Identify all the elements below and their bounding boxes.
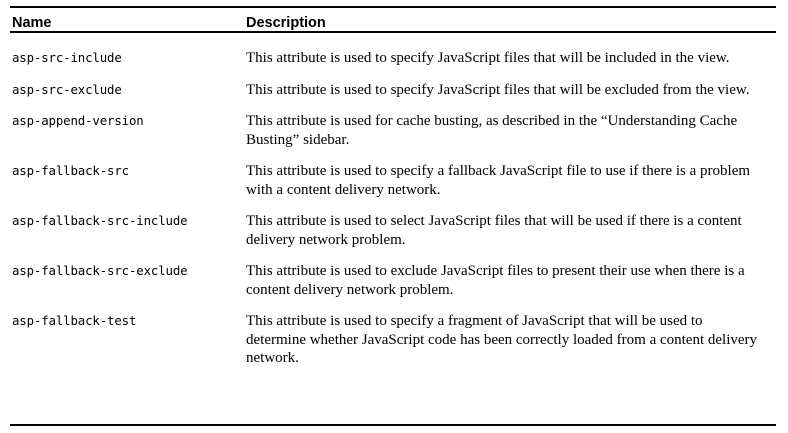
- column-header-description: Description: [246, 15, 326, 31]
- table-top-rule: [10, 6, 776, 8]
- table-bottom-rule: [10, 424, 776, 426]
- attributes-table: Name Description asp-src-include This at…: [0, 0, 788, 382]
- attribute-description: This attribute is used to exclude JavaSc…: [246, 263, 745, 298]
- table-row: asp-src-include This attribute is used t…: [0, 36, 788, 68]
- attribute-name: asp-fallback-src-include: [12, 213, 188, 228]
- attribute-name: asp-fallback-src-exclude: [12, 263, 188, 278]
- table-row: asp-fallback-test This attribute is used…: [0, 299, 788, 382]
- attribute-name: asp-fallback-test: [12, 313, 137, 328]
- attribute-description: This attribute is used to specify JavaSc…: [246, 50, 730, 66]
- attribute-name: asp-src-exclude: [12, 81, 122, 97]
- attribute-name: asp-fallback-src: [12, 163, 129, 178]
- table-row: asp-src-exclude This attribute is used t…: [0, 68, 788, 100]
- table-row: asp-fallback-src This attribute is used …: [0, 149, 788, 199]
- table-row: asp-append-version This attribute is use…: [0, 99, 788, 149]
- table-header-rule: [10, 31, 776, 33]
- table-header-row: Name Description: [0, 0, 788, 36]
- attribute-name: asp-src-include: [12, 50, 122, 65]
- table-body: asp-src-include This attribute is used t…: [0, 36, 788, 382]
- attribute-description: This attribute is used to specify a fall…: [246, 163, 751, 198]
- attribute-description: This attribute is used to select JavaScr…: [246, 213, 742, 248]
- table-row: asp-fallback-src-include This attribute …: [0, 199, 788, 249]
- attribute-name: asp-append-version: [12, 113, 144, 128]
- attribute-description: This attribute is used to specify JavaSc…: [246, 81, 750, 98]
- table-header: Name Description: [0, 0, 788, 36]
- attribute-description: This attribute is used to specify a frag…: [246, 313, 758, 366]
- column-header-name: Name: [12, 15, 52, 31]
- table-row: asp-fallback-src-exclude This attribute …: [0, 249, 788, 299]
- attribute-description: This attribute is used for cache busting…: [246, 113, 738, 148]
